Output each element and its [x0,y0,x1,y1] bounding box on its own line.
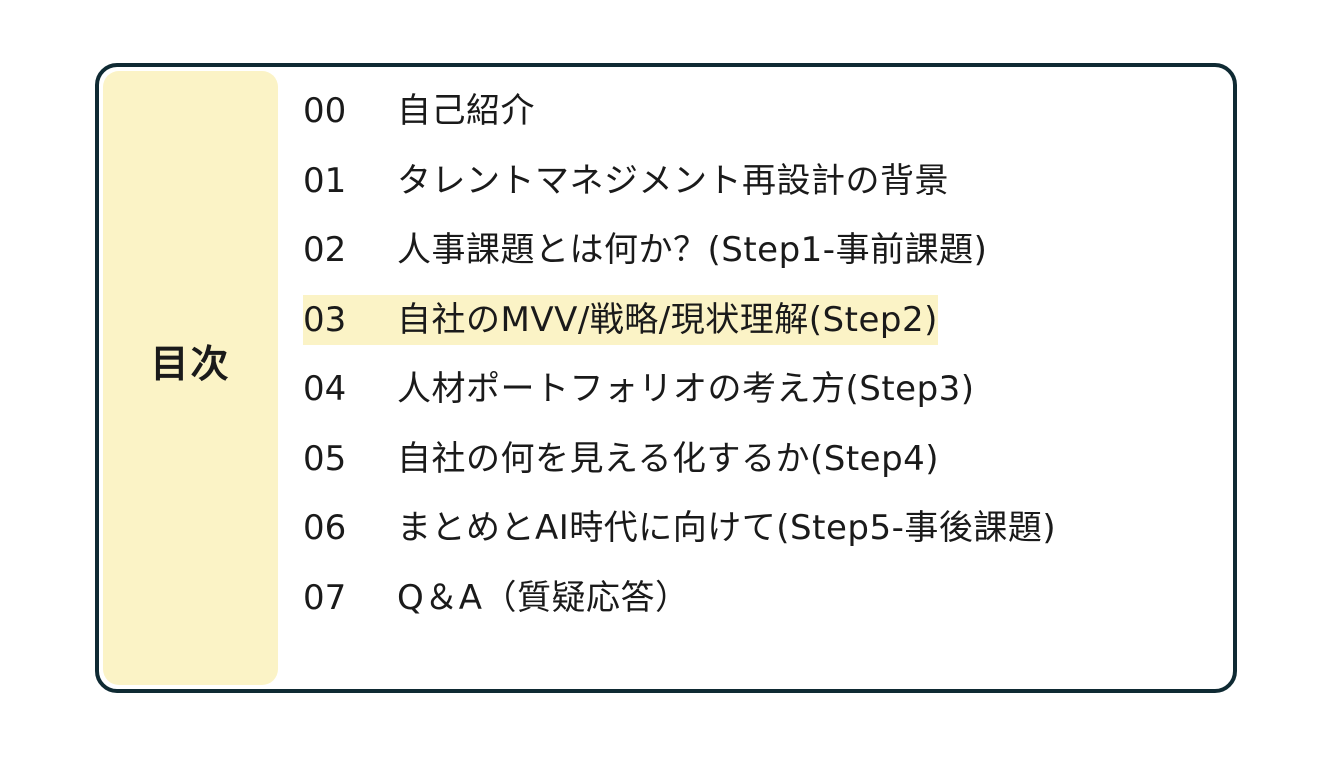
toc-item-label: タレントマネジメント再設計の背景 [397,160,949,201]
toc-item-00[interactable]: 00 自己紹介 [303,86,535,136]
toc-item-label: 人材ポートフォリオの考え方(Step3) [397,369,975,409]
table-of-contents-card: 目次 00 自己紹介 01 タレントマネジメント再設計の背景 02 人事課題とは… [95,63,1237,693]
toc-item-number: 00 [303,91,347,131]
toc-item-01[interactable]: 01 タレントマネジメント再設計の背景 [303,156,949,206]
toc-item-05[interactable]: 05 自社の何を見える化するか(Step4) [303,434,939,484]
toc-item-label: Q＆A（質疑応答） [397,577,690,618]
toc-item-02[interactable]: 02 人事課題とは何か？(Step1-事前課題) [303,225,987,275]
toc-item-label: 自己紹介 [397,91,535,131]
toc-item-number: 06 [303,508,347,548]
toc-item-number: 02 [303,230,347,270]
toc-item-label: 自社の何を見える化するか(Step4) [397,438,940,479]
toc-item-number: 07 [303,577,347,618]
toc-item-number: 03 [303,299,347,340]
toc-heading: 目次 [150,341,231,386]
toc-item-number: 05 [303,438,347,479]
toc-item-04[interactable]: 04 人材ポートフォリオの考え方(Step3) [303,364,975,414]
toc-item-number: 01 [303,160,347,201]
toc-item-03[interactable]: 03 自社のMVV/戦略/現状理解(Step2) [303,294,938,345]
toc-item-07[interactable]: 07 Q＆A（質疑応答） [303,573,690,623]
toc-item-label: まとめとAI時代に向けて(Step5-事後課題) [397,508,1057,548]
toc-item-number: 04 [303,369,347,409]
toc-item-06[interactable]: 06 まとめとAI時代に向けて(Step5-事後課題) [303,503,1056,553]
toc-item-label: 自社のMVV/戦略/現状理解(Step2) [397,299,938,340]
toc-sidebar: 目次 [103,71,278,685]
toc-item-label: 人事課題とは何か？(Step1-事前課題) [397,230,988,270]
toc-list: 00 自己紹介 01 タレントマネジメント再設計の背景 02 人事課題とは何か？… [303,86,1056,642]
